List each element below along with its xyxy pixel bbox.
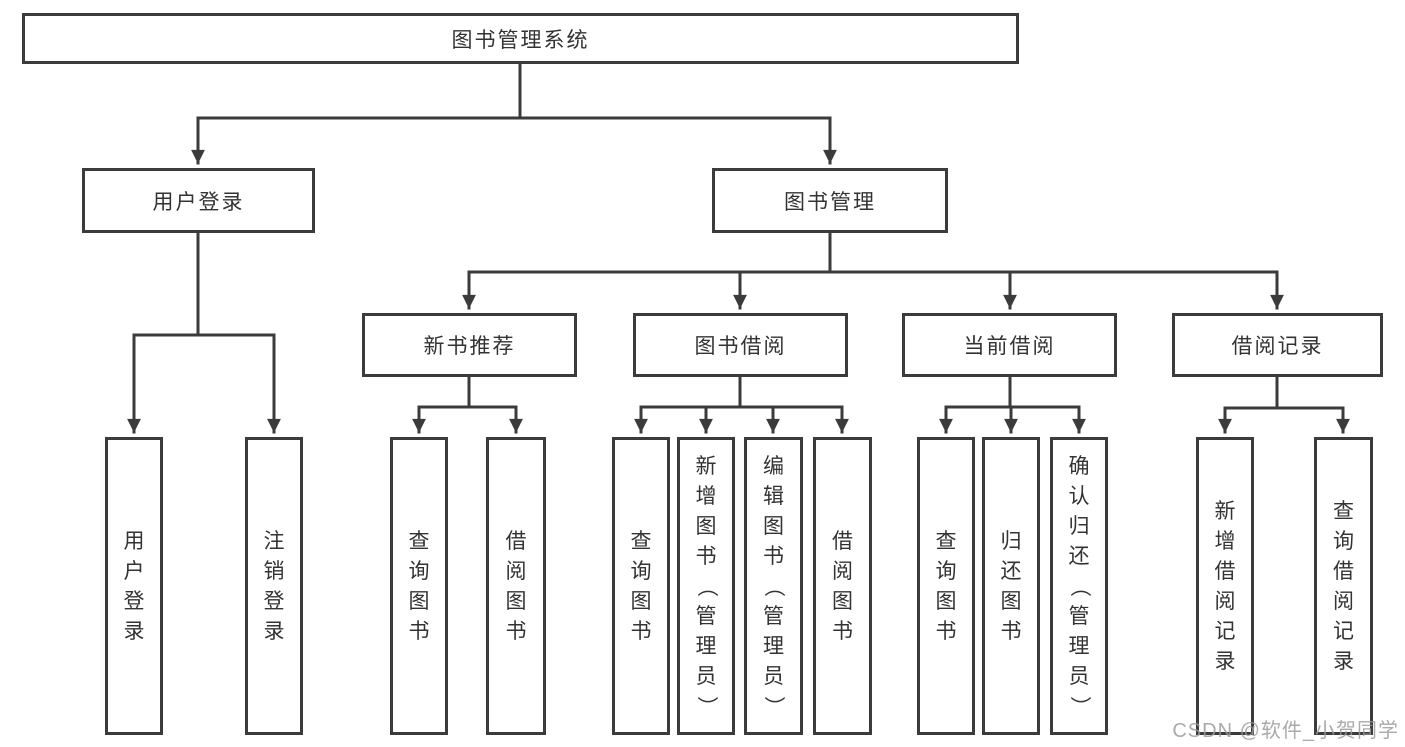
- node-current-borrowing: 当前借阅: [902, 313, 1117, 377]
- leaf-query-books-current: 查询图书: [917, 437, 975, 735]
- node-user-login: 用户登录: [82, 168, 315, 233]
- leaf-confirm-return-admin: 确认归还（管理员）: [1050, 437, 1108, 735]
- leaf-edit-books-admin: 编辑图书（管理员）: [744, 437, 803, 735]
- node-borrowing-records: 借阅记录: [1172, 313, 1383, 377]
- leaf-user-login: 用户登录: [105, 437, 163, 735]
- csdn-watermark: CSDN @软件_小贺同学: [1172, 720, 1399, 742]
- leaf-query-books-borrow: 查询图书: [612, 437, 670, 735]
- leaf-query-books-recommend: 查询图书: [390, 437, 448, 735]
- leaf-borrow-books-recommend: 借阅图书: [486, 437, 546, 735]
- node-book-management: 图书管理: [712, 168, 948, 233]
- leaf-add-borrow-record: 新增借阅记录: [1196, 437, 1254, 735]
- leaf-query-borrow-record: 查询借阅记录: [1314, 437, 1373, 735]
- leaf-return-books: 归还图书: [982, 437, 1040, 735]
- leaf-logout: 注销登录: [245, 437, 303, 735]
- node-new-book-recommendation: 新书推荐: [362, 313, 577, 377]
- node-library-management-system: 图书管理系统: [22, 13, 1019, 64]
- node-book-borrowing: 图书借阅: [633, 313, 848, 377]
- leaf-add-books-admin: 新增图书（管理员）: [677, 437, 735, 735]
- leaf-borrow-books: 借阅图书: [813, 437, 872, 735]
